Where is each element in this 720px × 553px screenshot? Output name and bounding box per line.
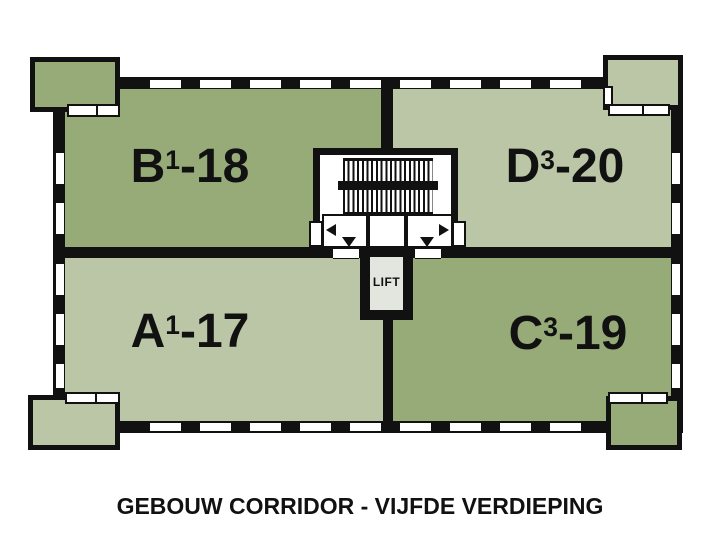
balcony-door-side-top-right	[603, 86, 613, 106]
room-superscript: 3	[540, 144, 555, 175]
lift-wall-bottom	[360, 310, 413, 320]
balcony-door-top-right	[608, 104, 670, 116]
divider-wall-vertical-bottom	[383, 312, 393, 421]
room-letter: D	[505, 140, 541, 193]
lift-wall-right	[403, 257, 413, 320]
lift-wall-left	[360, 257, 370, 320]
floor-caption: GEBOUW CORRIDOR - VIJFDE VERDIEPING	[116, 493, 604, 519]
balcony-door-bottom-left	[65, 392, 120, 404]
room-number: -20	[554, 140, 625, 193]
window-band-top	[150, 80, 600, 88]
arrow-down-icon	[420, 237, 434, 247]
room-letter: A	[130, 305, 166, 358]
room-superscript: 1	[165, 144, 180, 175]
room-label-a1-17: A1-17	[131, 308, 250, 356]
room-number: -19	[557, 307, 628, 360]
corridor-door-opening-right	[415, 249, 441, 259]
balcony-door-bottom-right	[608, 392, 668, 404]
room-superscript: 3	[543, 311, 558, 342]
window-band-right-upper	[672, 153, 680, 242]
stairwell-side-door-left	[309, 221, 323, 247]
window-band-bottom	[150, 423, 600, 431]
corridor-door-opening-left	[333, 249, 359, 259]
lift-shaft-floor	[370, 257, 403, 310]
room-label-b1-18: B1-18	[131, 143, 250, 191]
room-letter: B	[130, 140, 166, 193]
balcony-top-right	[603, 55, 683, 110]
stairwell-side-door-right	[452, 221, 466, 247]
room-number: -18	[179, 140, 250, 193]
window-band-right-lower	[672, 264, 680, 388]
window-band-left-lower	[56, 264, 64, 388]
divider-wall-vertical-top	[381, 77, 393, 155]
arrow-down-icon	[342, 237, 356, 247]
room-letter: C	[508, 307, 544, 360]
window-band-left-upper	[56, 153, 64, 242]
arrow-right-icon	[439, 224, 449, 236]
room-superscript: 1	[165, 309, 180, 340]
elevator-shaft-middle	[368, 214, 406, 248]
arrow-left-icon	[326, 224, 336, 236]
balcony-bottom-right	[606, 396, 682, 450]
room-label-c3-19: C3-19	[509, 310, 628, 358]
lift-label: LIFT	[372, 275, 401, 289]
divider-wall-horizontal	[53, 247, 683, 258]
room-label-d3-20: D3-20	[506, 143, 625, 191]
balcony-door-top-left	[67, 104, 120, 117]
room-number: -17	[179, 305, 250, 358]
staircase-handrail	[338, 181, 438, 190]
